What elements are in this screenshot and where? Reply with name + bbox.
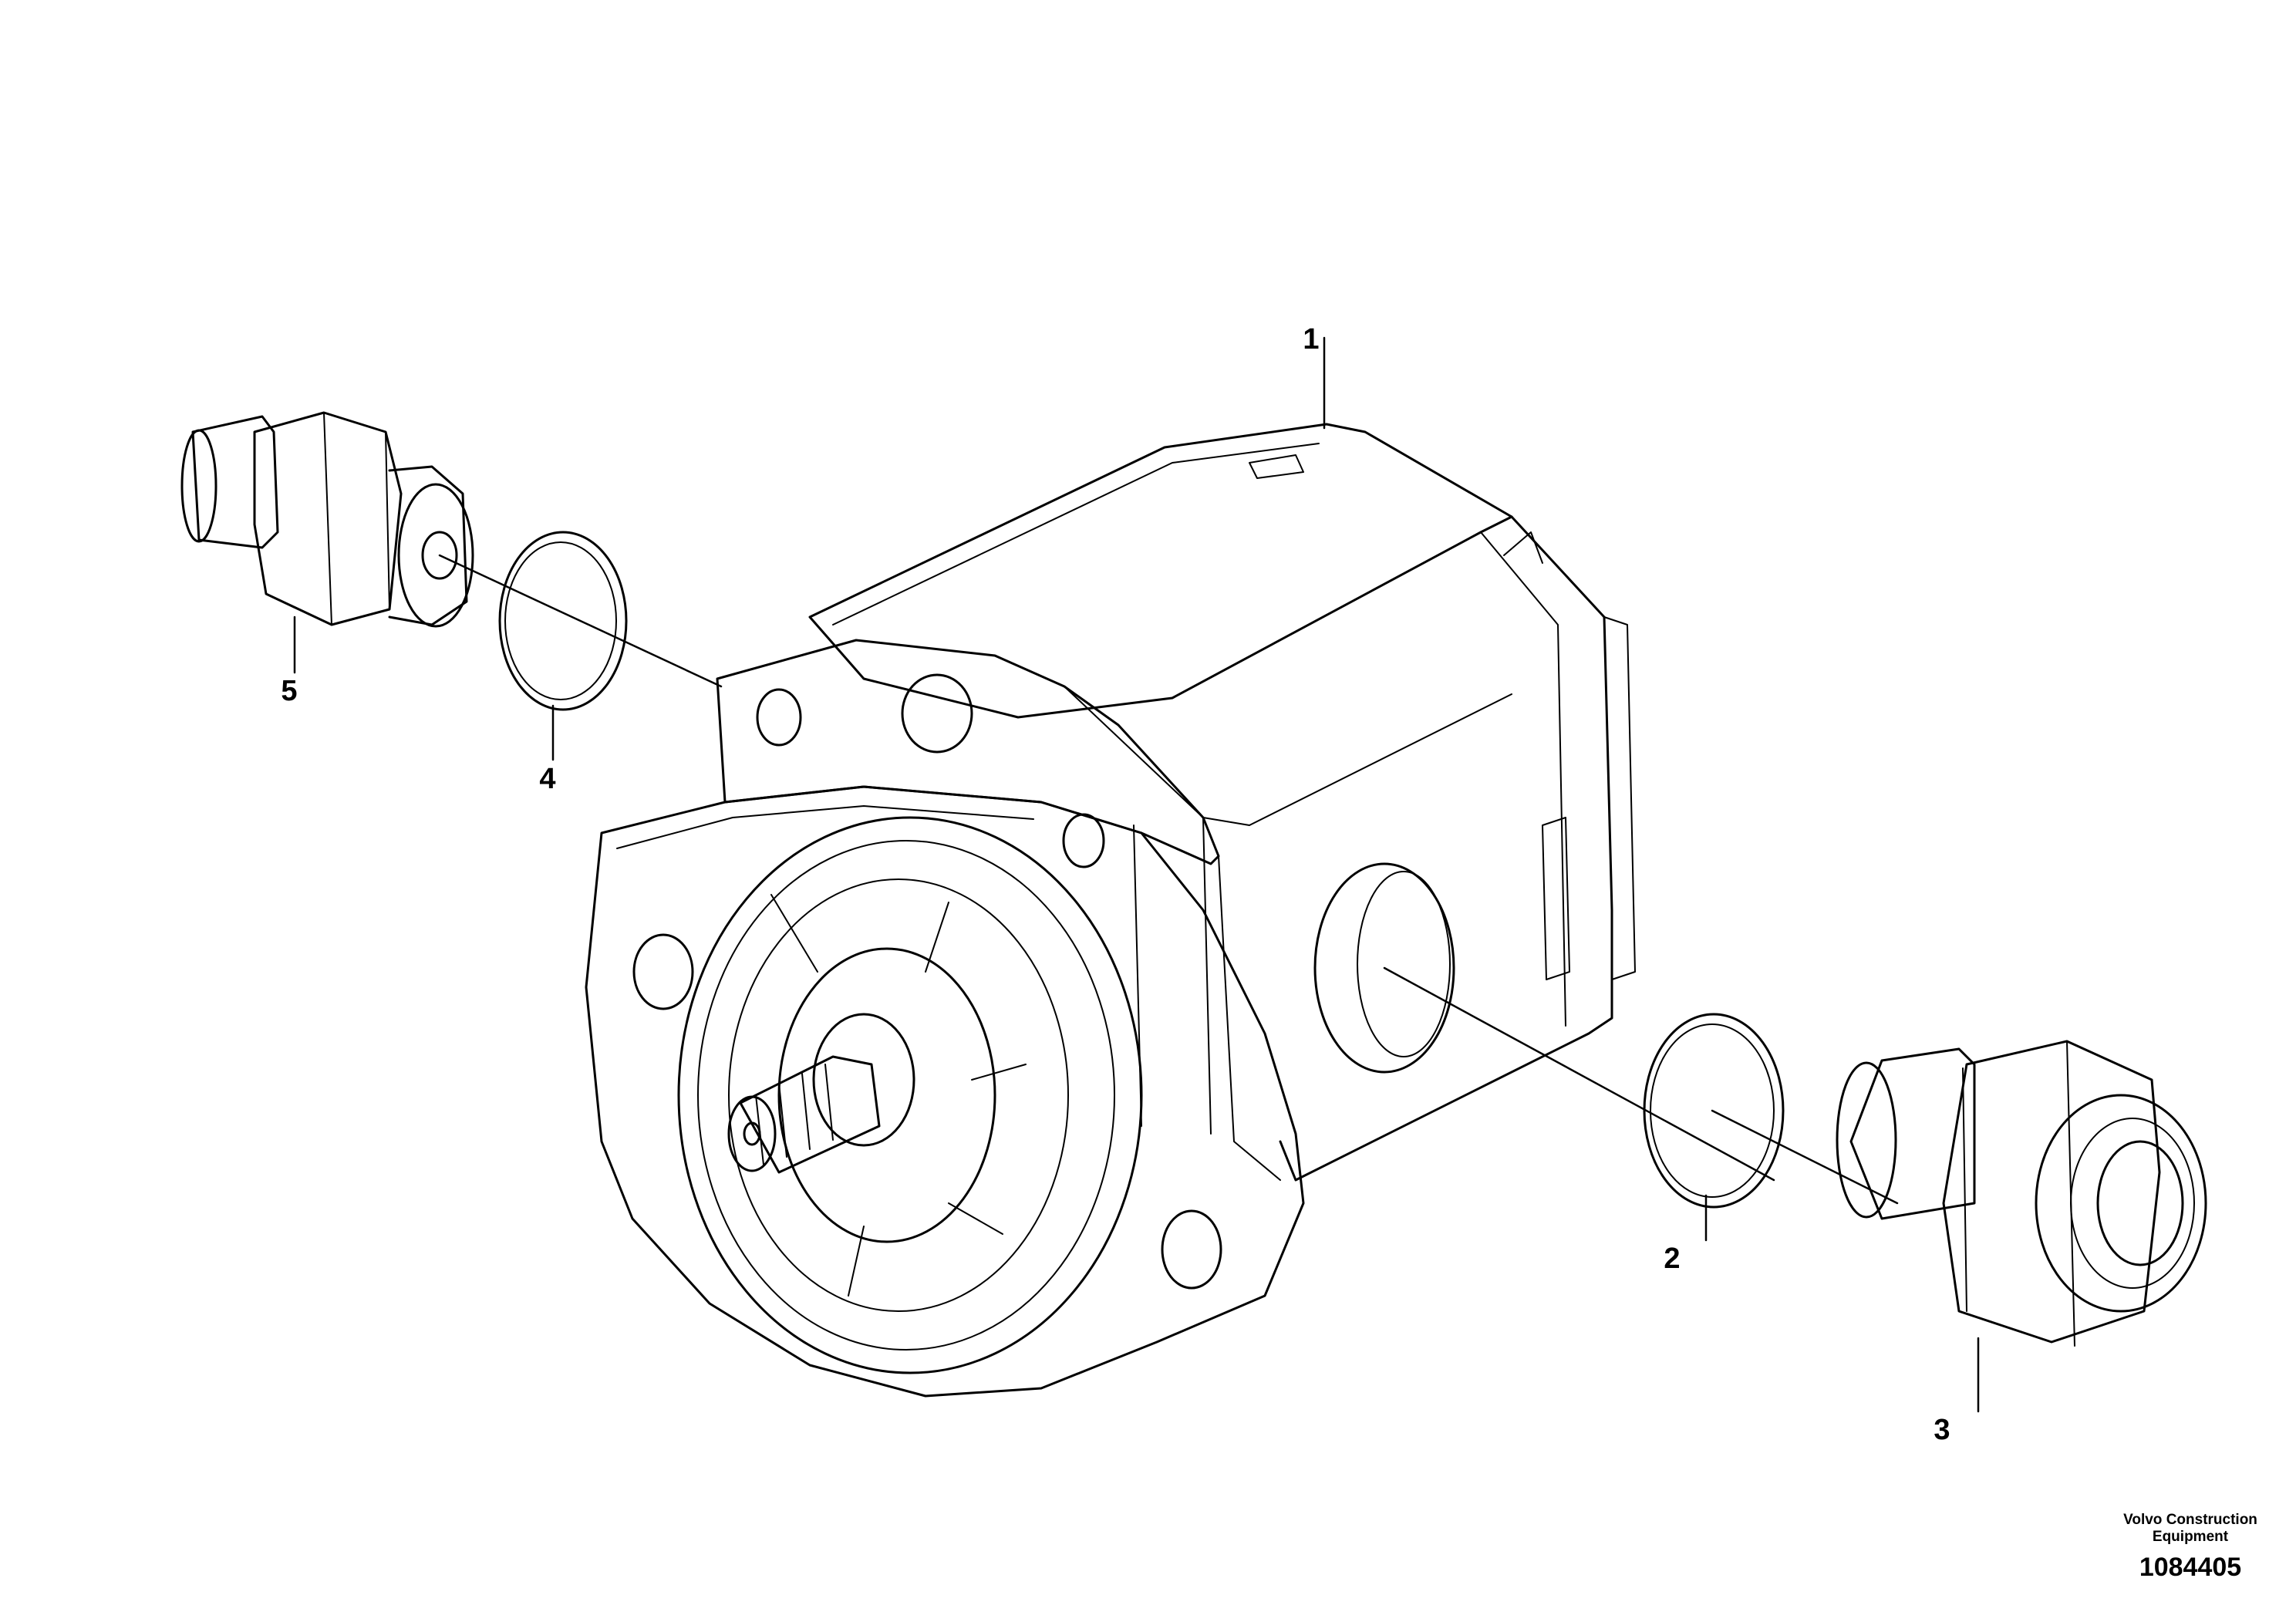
leader-line-2 [1383,966,1775,1242]
gear-pump-body [585,423,1636,1398]
union-fitting-5 [180,411,474,628]
leader-lines [293,336,1980,1413]
union-fitting-3 [1836,1040,2207,1347]
callout-2: 2 [1664,1243,1681,1275]
o-ring-4 [498,531,628,711]
credit-line-2: Equipment [2152,1529,2229,1545]
callout-4: 4 [539,763,556,795]
callout-5: 5 [281,675,298,707]
o-ring-2 [1643,1013,1785,1209]
callout-1: 1 [1303,323,1320,356]
credit-block: Volvo Construction Equipment 1084405 [2090,1512,2291,1583]
callout-3: 3 [1934,1414,1950,1446]
leader-line-4 [438,554,723,761]
drawing-number: 1084405 [2139,1553,2242,1582]
credit-line-1: Volvo Construction [2123,1512,2257,1528]
leader-line-3 [1711,1109,1980,1413]
